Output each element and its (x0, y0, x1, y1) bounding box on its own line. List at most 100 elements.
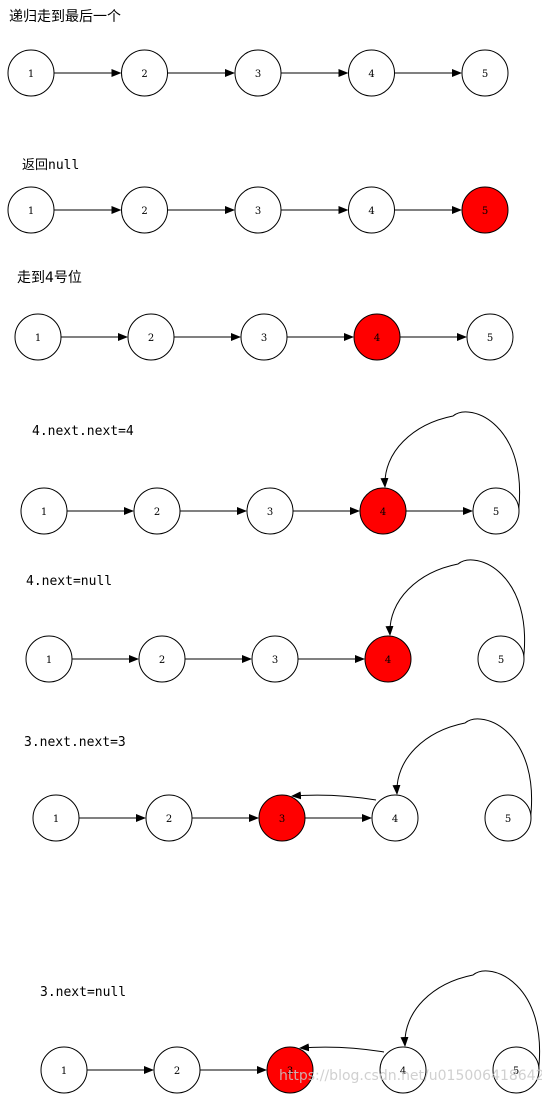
node-label: 2 (141, 206, 147, 217)
node-circle (145, 794, 193, 842)
node-label: 4 (400, 1066, 406, 1077)
node-4: 4 (364, 635, 412, 683)
node-circle (266, 1046, 314, 1094)
node-3: 3 (246, 487, 294, 535)
node-5: 5 (472, 487, 520, 535)
node-1: 1 (25, 635, 73, 683)
edge-5-to-4-loop (392, 718, 533, 823)
edge-4-to-3 (299, 1043, 385, 1053)
node-circle (234, 49, 282, 97)
node-label: 5 (482, 69, 488, 80)
node-3: 3 (240, 313, 288, 361)
edge-5-to-4-loop (400, 970, 541, 1075)
node-circle (348, 49, 395, 97)
node-circle (484, 794, 532, 842)
node-1: 1 (7, 49, 55, 97)
node-circle (246, 487, 294, 535)
watermark: https://blog.csdn.net/u015006418642 (279, 1068, 542, 1084)
node-label: 1 (28, 69, 34, 80)
node-label: 4 (385, 655, 391, 666)
node-label: 1 (35, 333, 41, 344)
node-2: 2 (121, 186, 168, 234)
node-2: 2 (133, 487, 181, 535)
step-3-label: 走到4号位 (17, 270, 82, 286)
node-5: 5 (477, 635, 525, 683)
node-circle (466, 313, 514, 361)
step-5-label: 4.next=null (26, 574, 113, 589)
node-label: 5 (498, 655, 504, 666)
node-circle (492, 1046, 540, 1094)
node-label: 4 (392, 814, 398, 825)
node-label: 5 (487, 333, 493, 344)
node-3: 3 (258, 794, 306, 842)
node-label: 1 (61, 1066, 67, 1077)
node-label: 5 (493, 507, 499, 518)
node-5: 5 (461, 49, 509, 97)
node-3: 3 (266, 1046, 314, 1094)
node-circle (348, 186, 395, 234)
node-1: 1 (20, 487, 68, 535)
node-1: 1 (40, 1046, 88, 1094)
node-3: 3 (234, 49, 282, 97)
step-6-label: 3.next.next=3 (24, 735, 126, 750)
node-circle (7, 49, 55, 97)
node-circle (353, 313, 401, 361)
node-5: 5 (466, 313, 514, 361)
node-circle (153, 1046, 201, 1094)
node-2: 2 (145, 794, 193, 842)
node-label: 1 (28, 206, 34, 217)
node-4: 4 (371, 794, 419, 842)
node-4: 4 (353, 313, 401, 361)
node-label: 4 (368, 206, 374, 217)
node-circle (461, 186, 509, 234)
node-circle (258, 794, 306, 842)
node-1: 1 (32, 794, 80, 842)
node-circle (121, 49, 168, 97)
node-label: 2 (174, 1066, 180, 1077)
step-1-label: 递归走到最后一个 (9, 9, 121, 25)
node-label: 2 (141, 69, 147, 80)
step-2-label: 返回null (22, 158, 80, 173)
node-circle (379, 1046, 427, 1094)
node-2: 2 (127, 313, 175, 361)
node-1: 1 (14, 313, 62, 361)
node-3: 3 (234, 186, 282, 234)
node-circle (32, 794, 80, 842)
node-circle (40, 1046, 88, 1094)
node-label: 2 (154, 507, 160, 518)
edge-5-to-4-loop (380, 411, 521, 516)
node-label: 1 (41, 507, 47, 518)
node-circle (461, 49, 509, 97)
node-circle (240, 313, 288, 361)
node-4: 4 (348, 49, 395, 97)
step-7-label: 3.next=null (40, 985, 127, 1000)
node-3: 3 (251, 635, 299, 683)
node-circle (371, 794, 419, 842)
step-4-label: 4.next.next=4 (32, 424, 134, 439)
node-circle (138, 635, 186, 683)
node-2: 2 (138, 635, 186, 683)
node-circle (251, 635, 299, 683)
node-2: 2 (121, 49, 168, 97)
node-circle (364, 635, 412, 683)
node-label: 3 (255, 69, 261, 80)
node-label: 2 (148, 333, 154, 344)
node-label: 3 (255, 206, 261, 217)
node-label: 3 (261, 333, 267, 344)
node-circle (472, 487, 520, 535)
node-label: 3 (279, 814, 285, 825)
node-4: 4 (359, 487, 407, 535)
node-4: 4 (379, 1046, 427, 1094)
node-label: 5 (513, 1066, 519, 1077)
node-circle (20, 487, 68, 535)
node-label: 2 (166, 814, 172, 825)
node-circle (127, 313, 175, 361)
edge-4-to-3 (291, 791, 377, 801)
node-circle (234, 186, 282, 234)
node-5: 5 (484, 794, 532, 842)
node-circle (477, 635, 525, 683)
node-label: 4 (374, 333, 380, 344)
node-circle (121, 186, 168, 234)
